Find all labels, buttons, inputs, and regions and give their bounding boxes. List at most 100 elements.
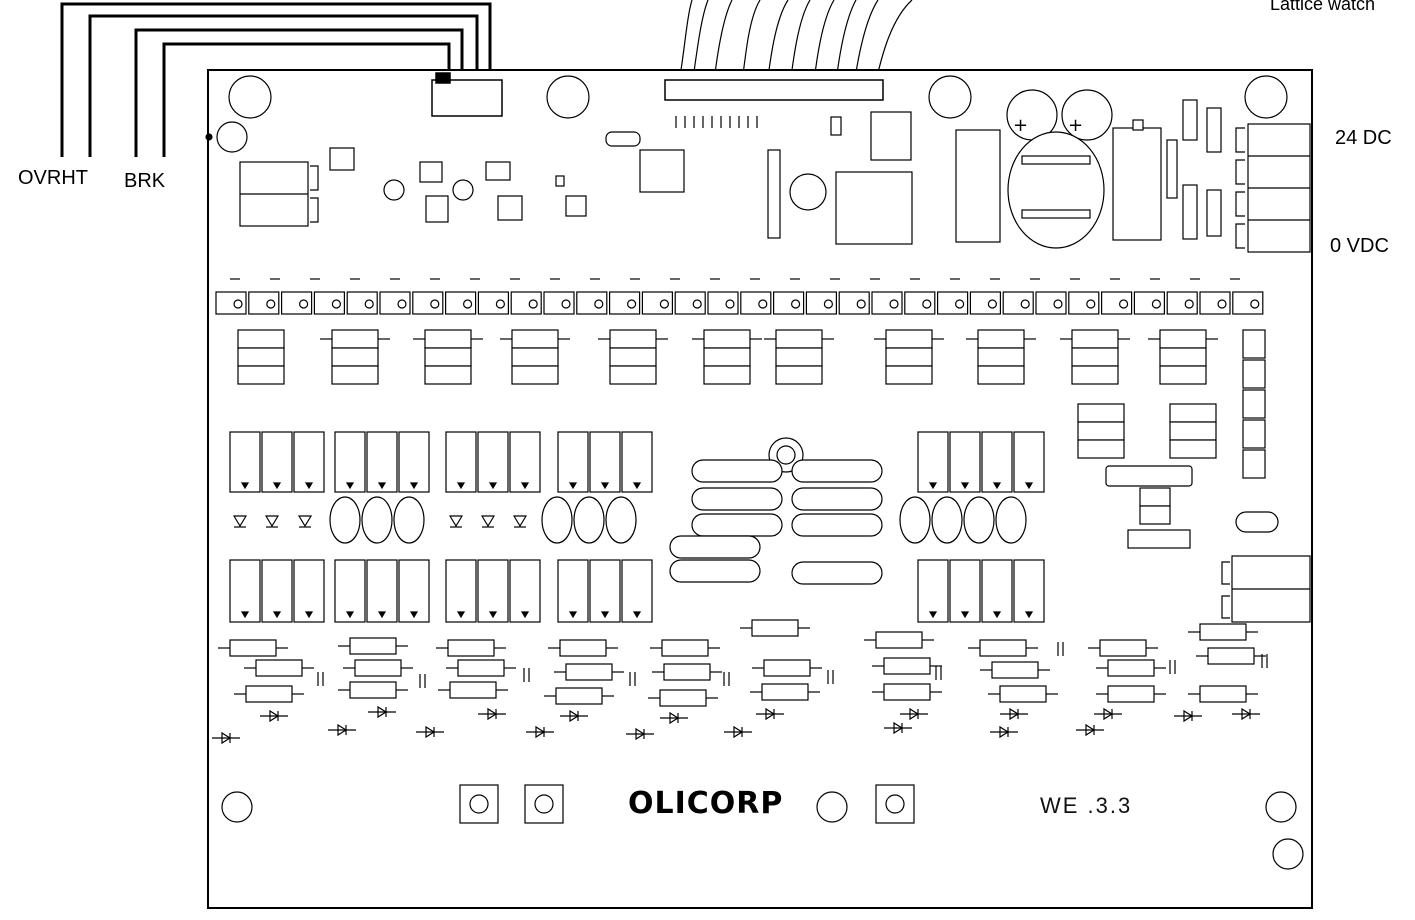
resistor [883, 683, 931, 701]
relay-mark [520, 611, 530, 619]
resistor [659, 689, 707, 707]
transistor-tab [790, 299, 801, 309]
relay-mark [568, 482, 578, 490]
resistor [1071, 329, 1119, 349]
diode [1103, 707, 1114, 721]
resistor [349, 681, 397, 699]
svg-text:+: + [1013, 115, 1028, 136]
ovrht-brk-wires [60, 2, 492, 157]
transistor-tab [495, 299, 505, 309]
resistor [761, 683, 809, 701]
transistor-tab [922, 299, 932, 309]
left-terminal [239, 161, 319, 227]
transistor-tab [954, 299, 965, 309]
resistor [977, 329, 1025, 349]
transistor-tab [987, 299, 998, 309]
relay-mark [520, 482, 530, 490]
relay [981, 431, 1013, 493]
electrolytic-cap [383, 179, 405, 201]
diode [893, 721, 904, 735]
relay-mark [992, 611, 1002, 619]
resistor [457, 659, 505, 677]
resistor [703, 365, 751, 385]
resistor [763, 659, 811, 677]
relay-mark [377, 611, 387, 619]
power-terminal [1221, 123, 1311, 623]
svg-text:+: + [1068, 115, 1083, 136]
transistor-tab [528, 299, 538, 309]
relay-mark [488, 482, 498, 490]
diode [377, 705, 388, 719]
resistor [511, 347, 559, 367]
relay [398, 431, 430, 493]
resistor [885, 329, 933, 349]
board-version: WE .3.3 [1040, 793, 1133, 818]
relay [261, 431, 293, 493]
diode [669, 711, 680, 725]
led [264, 515, 280, 528]
led [512, 515, 528, 528]
resistor [1207, 647, 1255, 665]
brand-logo: OLICORP [628, 786, 784, 821]
relay-mark [960, 611, 970, 619]
diode [535, 725, 546, 739]
relay-mark [960, 482, 970, 490]
resistor [511, 365, 559, 385]
relay [229, 431, 261, 493]
resistor [1071, 365, 1119, 385]
resistor [1159, 329, 1207, 349]
transistor-tab [758, 299, 768, 309]
resistor [703, 347, 751, 367]
diode [1183, 709, 1194, 723]
transistor-tab [1217, 299, 1227, 309]
relay [949, 431, 981, 493]
varistor [393, 496, 425, 544]
ic-small [1242, 449, 1266, 479]
diode [487, 707, 498, 721]
relay [293, 559, 325, 623]
relay-mark [345, 611, 355, 619]
transistor-tab [1053, 299, 1063, 309]
resistor [775, 365, 823, 385]
diode [425, 725, 436, 739]
resistor [1159, 365, 1207, 385]
small-component [555, 175, 565, 187]
transistor-tab [561, 299, 571, 309]
resistor [1199, 623, 1247, 641]
diode [635, 727, 646, 741]
diode [1009, 707, 1020, 721]
relay-mark [304, 611, 314, 619]
vdc0-label: 0 VDC [1330, 235, 1389, 257]
led [480, 515, 496, 528]
relay-mark [377, 482, 387, 490]
resistor [885, 365, 933, 385]
diode [337, 723, 348, 737]
transistor-tab [430, 299, 440, 309]
transistor-tab [692, 299, 702, 309]
resistor [349, 637, 397, 655]
relay-mark [600, 482, 610, 490]
resistor [609, 329, 657, 349]
diode [221, 731, 232, 745]
resistor [663, 663, 711, 681]
small-component [419, 161, 443, 183]
resistor [1071, 347, 1119, 367]
lattice-label: Lattice watch [1270, 0, 1376, 14]
relay [557, 431, 589, 493]
relay-mark [240, 482, 250, 490]
relay-mark [488, 611, 498, 619]
relay-mark [272, 482, 282, 490]
relay-mark [240, 611, 250, 619]
small-component [329, 147, 355, 171]
relay-mark [456, 611, 466, 619]
resistor [1169, 403, 1217, 423]
transistor-tab [1118, 299, 1129, 309]
resistor [1199, 685, 1247, 703]
diode [269, 709, 280, 723]
resistor [1077, 439, 1125, 459]
relay-mark [928, 482, 938, 490]
transistor-tab [364, 299, 374, 309]
resistor [1107, 685, 1155, 703]
resistor [609, 347, 657, 367]
